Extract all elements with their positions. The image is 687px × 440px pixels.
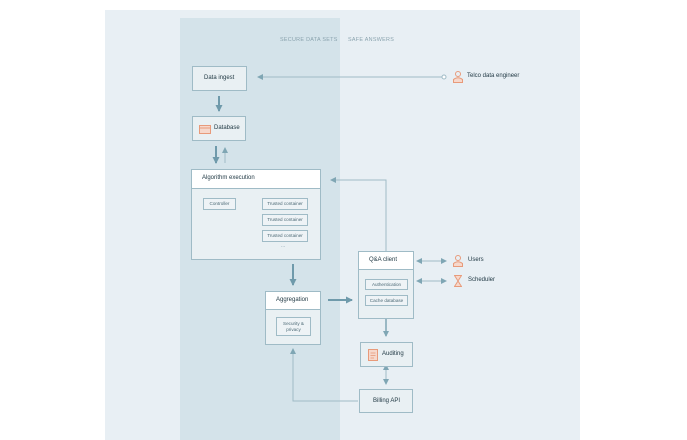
billing-api-node: Billing API — [359, 389, 413, 413]
trusted-container-1: Trusted container — [262, 198, 308, 210]
auditing-node: Auditing — [360, 342, 413, 367]
edge-engineer-dot — [441, 74, 447, 80]
qa-client-header: Q&A client — [359, 252, 413, 270]
qa-client-node: Q&A client Authentication Cache database — [358, 251, 414, 319]
document-icon — [368, 349, 378, 361]
person-icon — [453, 71, 463, 83]
algorithm-execution-label: Algorithm execution — [202, 175, 255, 181]
users-label: Users — [468, 257, 484, 263]
cache-database-box: Cache database — [365, 295, 408, 306]
database-label: Database — [214, 125, 240, 131]
safe-zone-label: SAFE ANSWERS — [348, 37, 395, 43]
edge-billing-aggregation — [290, 348, 358, 402]
scheduler-label: Scheduler — [468, 277, 496, 283]
hourglass-icon — [454, 275, 462, 287]
billing-api-label: Billing API — [373, 398, 401, 404]
aggregation-label: Aggregation — [276, 297, 309, 303]
secure-zone-label: SECURE DATA SETS — [280, 37, 338, 43]
trusted-container-2: Trusted container — [262, 214, 308, 226]
trusted-container-3: Trusted container — [262, 230, 308, 242]
database-node: Database — [192, 116, 246, 141]
authentication-box: Authentication — [365, 279, 408, 290]
telco-engineer-label: Telco data engineer — [467, 73, 520, 79]
aggregation-header: Aggregation — [266, 292, 320, 310]
edge-qa-algorithm — [330, 177, 387, 251]
qa-client-label: Q&A client — [369, 257, 398, 263]
security-privacy-box: Security & privacy — [276, 317, 311, 336]
data-ingest-node: Data ingest — [192, 66, 247, 91]
controller-box: Controller — [203, 198, 236, 210]
more-containers-ellipsis: ... — [281, 243, 286, 249]
database-icon — [199, 125, 211, 134]
algorithm-execution-header: Algorithm execution — [192, 170, 320, 189]
data-ingest-label: Data ingest — [204, 75, 235, 81]
person-icon — [453, 255, 463, 267]
auditing-label: Auditing — [382, 351, 404, 357]
algorithm-execution-node: Algorithm execution Controller Trusted c… — [191, 169, 321, 260]
aggregation-node: Aggregation Security & privacy — [265, 291, 321, 345]
